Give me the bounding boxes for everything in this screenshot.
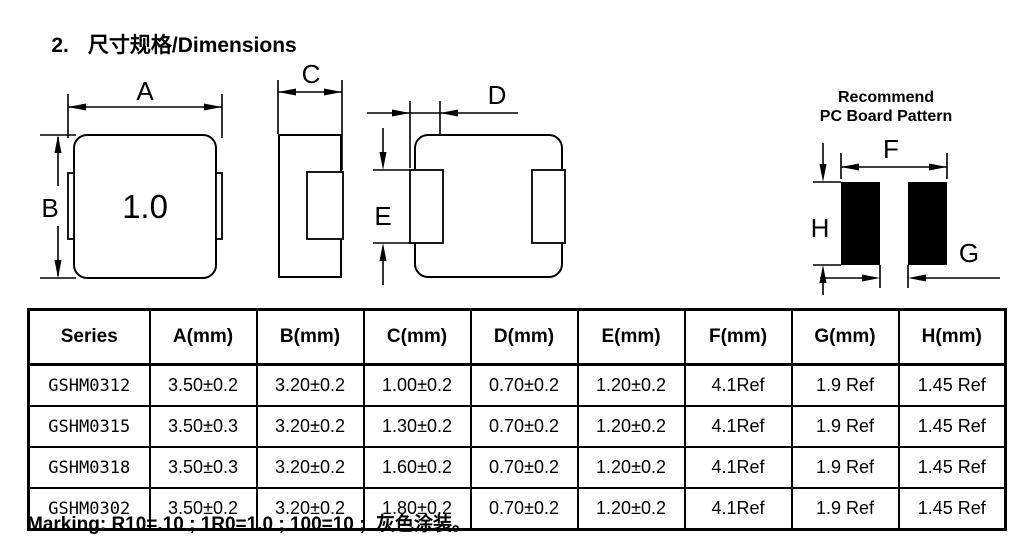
table-row: GSHM0312 3.50±0.2 3.20±0.2 1.00±0.2 0.70…: [27, 363, 1007, 407]
series-cell: GSHM0302: [27, 487, 151, 531]
value-cell: 1.20±0.2: [576, 405, 686, 448]
value-cell: 1.9 Ref: [790, 405, 900, 448]
value-cell: 1.9 Ref: [790, 446, 900, 489]
value-cell: 4.1Ref: [683, 405, 793, 448]
dim-label-f: F: [883, 134, 899, 164]
bottom-left-terminal: [409, 169, 444, 244]
value-cell: 1.00±0.2: [362, 363, 472, 407]
value-cell: 3.20±0.2: [255, 446, 365, 489]
dim-label-b: B: [41, 193, 58, 223]
pcb-title-line2: PC Board Pattern: [820, 108, 952, 125]
dim-label-a: A: [136, 76, 154, 106]
pcb-title-line1: Recommend: [838, 89, 934, 106]
value-cell: 3.20±0.2: [255, 405, 365, 448]
bottom-right-terminal: [531, 169, 566, 244]
column-header-h: H(mm): [897, 308, 1007, 366]
front-view-drawing: A B 1.0: [40, 76, 223, 279]
value-cell: 3.20±0.2: [255, 363, 365, 407]
value-cell: 0.70±0.2: [469, 363, 579, 407]
value-cell: 0.70±0.2: [469, 446, 579, 489]
value-cell: 1.45 Ref: [897, 405, 1007, 448]
value-cell: 1.60±0.2: [362, 446, 472, 489]
value-cell: 1.9 Ref: [790, 363, 900, 407]
right-terminal: [215, 172, 223, 240]
value-cell: 1.45 Ref: [897, 363, 1007, 407]
value-cell: 3.50±0.3: [148, 446, 258, 489]
bottom-view-drawing: D E: [367, 80, 566, 285]
column-header-e: E(mm): [576, 308, 686, 366]
value-cell: 3.20±0.2: [255, 487, 365, 531]
dim-label-h: H: [811, 213, 830, 243]
side-view-drawing: C: [277, 59, 344, 278]
value-cell: 3.50±0.2: [148, 487, 258, 531]
section-title: 2. 尺寸规格/Dimensions: [28, 5, 297, 83]
series-cell: GSHM0312: [27, 363, 151, 407]
dim-label-e: E: [374, 201, 391, 231]
column-header-c: C(mm): [362, 308, 472, 366]
value-cell: 3.50±0.2: [148, 363, 258, 407]
value-cell: 1.45 Ref: [897, 487, 1007, 531]
table-row: GSHM0302 3.50±0.2 3.20±0.2 1.80±0.2 0.70…: [27, 487, 1007, 531]
table-row: GSHM0315 3.50±0.3 3.20±0.2 1.30±0.2 0.70…: [27, 405, 1007, 448]
right-solder-pad: [908, 182, 947, 265]
value-cell: 1.20±0.2: [576, 487, 686, 531]
pcb-pattern-drawing: Recommend PC Board Pattern F H G: [811, 89, 1000, 295]
left-solder-pad: [841, 182, 880, 265]
side-terminal: [306, 171, 344, 240]
series-cell: GSHM0318: [27, 446, 151, 489]
value-cell: 4.1Ref: [683, 446, 793, 489]
section-number: 2.: [51, 34, 69, 57]
column-header-f: F(mm): [683, 308, 793, 366]
inductance-marking: 1.0: [122, 188, 168, 225]
left-terminal: [67, 172, 75, 240]
column-header-g: G(mm): [790, 308, 900, 366]
column-header-d: D(mm): [469, 308, 579, 366]
series-cell: GSHM0315: [27, 405, 151, 448]
section-title-text: 尺寸规格/Dimensions: [87, 34, 297, 57]
value-cell: 4.1Ref: [683, 363, 793, 407]
table-row: GSHM0318 3.50±0.3 3.20±0.2 1.60±0.2 0.70…: [27, 446, 1007, 489]
value-cell: 4.1Ref: [683, 487, 793, 531]
column-header-a: A(mm): [148, 308, 258, 366]
dim-label-g: G: [959, 238, 979, 268]
value-cell: 1.20±0.2: [576, 363, 686, 407]
value-cell: 0.70±0.2: [469, 487, 579, 531]
value-cell: 1.30±0.2: [362, 405, 472, 448]
value-cell: 1.80±0.2: [362, 487, 472, 531]
marking-note: Marking: R10=.10 ; 1R0=1.0 ; 100=10 ; 灰色…: [27, 514, 472, 535]
dim-label-d: D: [488, 80, 507, 110]
value-cell: 1.45 Ref: [897, 446, 1007, 489]
value-cell: 1.20±0.2: [576, 446, 686, 489]
dim-label-c: C: [302, 59, 321, 89]
table-header-row: Series A(mm) B(mm) C(mm) D(mm) E(mm) F(m…: [27, 308, 1007, 366]
value-cell: 3.50±0.3: [148, 405, 258, 448]
column-header-series: Series: [27, 308, 151, 366]
value-cell: 1.9 Ref: [790, 487, 900, 531]
value-cell: 0.70±0.2: [469, 405, 579, 448]
column-header-b: B(mm): [255, 308, 365, 366]
dimensions-table: Series A(mm) B(mm) C(mm) D(mm) E(mm) F(m…: [27, 308, 1007, 531]
